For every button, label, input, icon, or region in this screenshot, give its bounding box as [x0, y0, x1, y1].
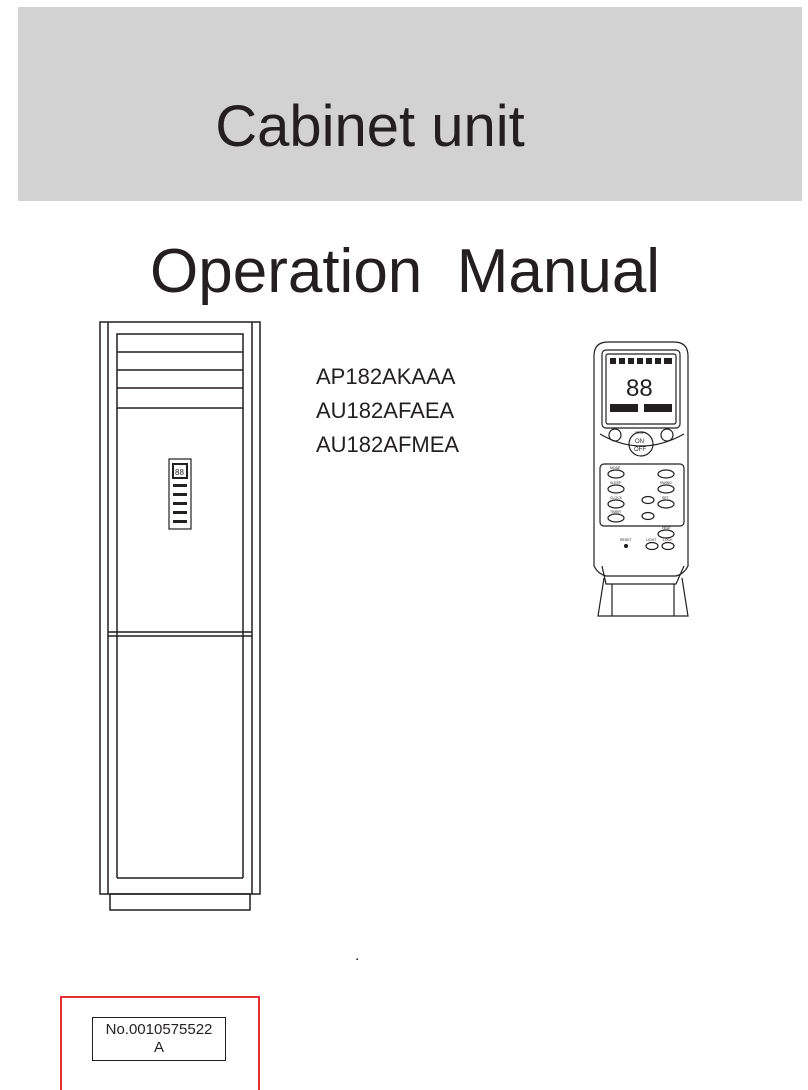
- model-item: AU182AFAEA: [316, 398, 455, 423]
- document-number-box: No.0010575522 A: [92, 1017, 226, 1061]
- temp-up-button: [608, 428, 622, 442]
- remote-light-label: LIGHT: [646, 538, 657, 542]
- header-banner: Cabinet unit: [18, 7, 802, 201]
- remote-swing-label: SWING: [660, 481, 672, 485]
- banner-title: Cabinet unit: [215, 94, 525, 159]
- remote-set-label: SET: [662, 496, 670, 500]
- red-frame: [60, 996, 260, 1090]
- temp-down-button: [660, 428, 674, 442]
- remote-reset-label: RESET: [620, 538, 633, 542]
- remote-lock-label: LOCK: [663, 538, 673, 542]
- model-list: AP182AKAAA AU182AFAEA AU182AFMEA: [316, 360, 459, 462]
- remote-lcd-icons: [610, 358, 672, 412]
- remote-heat-label: HEAT: [662, 526, 672, 530]
- on-off-button: [628, 431, 654, 457]
- air-outlet: [116, 333, 244, 409]
- remote-controller-illustration: 88 ON OFF TEMP MODE SLEEP SWING CLOCK SE…: [593, 341, 689, 617]
- remote-timer-label: TIMER: [610, 510, 621, 514]
- remote-lcd: [601, 349, 681, 429]
- control-panel: 88: [168, 458, 192, 530]
- svg-text:88: 88: [175, 468, 184, 477]
- model-item: AU182AFMEA: [316, 432, 460, 457]
- remote-clock-label: CLOCK: [610, 496, 623, 500]
- cabinet-unit-illustration: 88: [99, 321, 261, 911]
- remote-on-label: ON: [635, 439, 644, 445]
- manual-title: Operation Manual: [150, 237, 661, 306]
- button-group: [599, 463, 685, 527]
- remote-sleep-label: SLEEP: [610, 481, 622, 485]
- remote-mode-label: MODE: [610, 466, 621, 470]
- remote-display-digits: 88: [626, 375, 653, 402]
- cabinet-base: [109, 893, 251, 911]
- remote-temp-label: TEMP: [635, 431, 645, 435]
- document-number: No.0010575522: [105, 1021, 213, 1038]
- remote-body: [593, 341, 689, 577]
- document-revision: A: [153, 1039, 164, 1056]
- dot-mark: .: [355, 947, 360, 964]
- remote-off-label: OFF: [634, 447, 646, 453]
- model-item: AP182AKAAA: [316, 364, 456, 389]
